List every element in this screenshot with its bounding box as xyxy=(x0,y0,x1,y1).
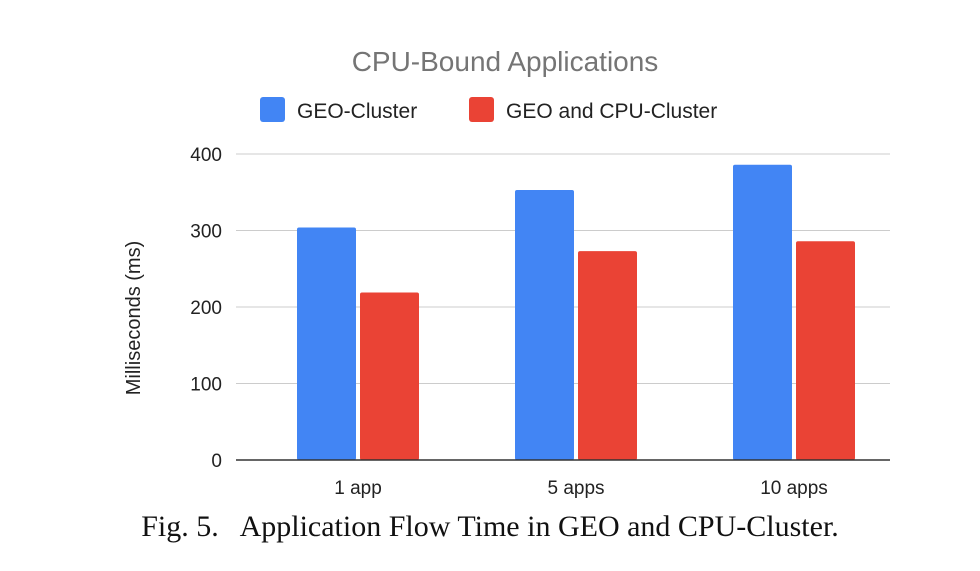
legend-swatch xyxy=(469,97,494,122)
y-tick-label: 100 xyxy=(190,375,222,396)
legend-label: GEO and CPU-Cluster xyxy=(506,100,717,123)
x-axis-ticks: 1 app 5 apps 10 apps xyxy=(334,478,828,499)
bar xyxy=(796,241,855,460)
x-tick-label: 1 app xyxy=(334,478,382,499)
bars xyxy=(297,164,855,460)
y-axis-label: Milliseconds (ms) xyxy=(123,241,145,395)
y-tick-label: 400 xyxy=(190,145,222,166)
bar xyxy=(578,251,637,460)
legend-label: GEO-Cluster xyxy=(297,100,417,123)
x-tick-label: 5 apps xyxy=(547,478,604,499)
legend: GEO-Cluster GEO and CPU-Cluster xyxy=(260,97,717,123)
bar xyxy=(733,164,792,460)
legend-swatch xyxy=(260,97,285,122)
x-tick-label: 10 apps xyxy=(760,478,828,499)
bar xyxy=(297,227,356,460)
figure-caption: Fig. 5. Application Flow Time in GEO and… xyxy=(141,510,839,543)
y-tick-label: 0 xyxy=(211,451,222,472)
y-tick-label: 300 xyxy=(190,222,222,243)
bar xyxy=(360,292,419,460)
bar xyxy=(515,189,574,460)
chart-title: CPU-Bound Applications xyxy=(352,46,659,77)
y-axis-ticks: 0 100 200 300 400 xyxy=(190,145,222,472)
y-tick-label: 200 xyxy=(190,298,222,319)
